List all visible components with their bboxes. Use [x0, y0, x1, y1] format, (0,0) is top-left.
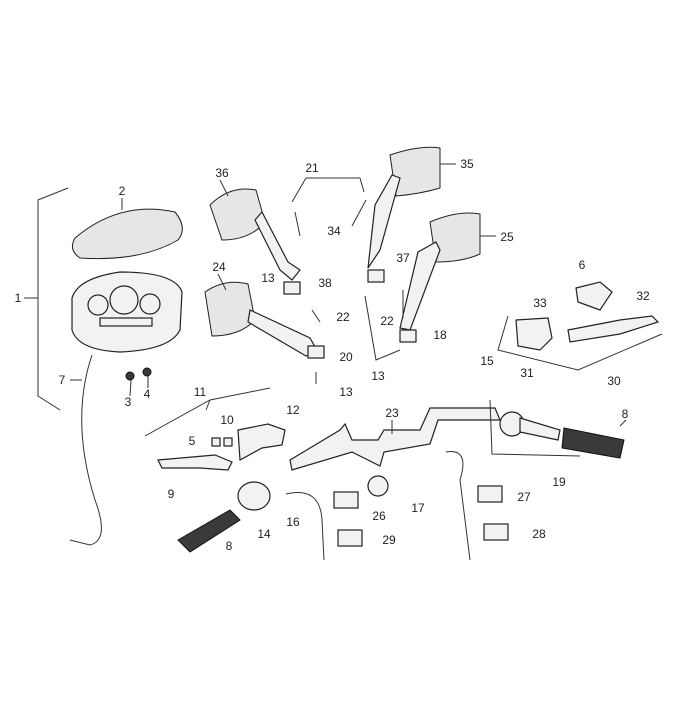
- master-cylinder-33: [515, 317, 553, 351]
- mirror-36: [209, 188, 266, 241]
- callout-18: 18: [433, 328, 447, 342]
- callout-16: 16: [286, 515, 300, 529]
- callout-10: 10: [220, 413, 234, 427]
- nut-20: [307, 345, 325, 359]
- bracket-30: [497, 315, 663, 371]
- lever-32: [567, 315, 660, 343]
- nut-18: [399, 329, 417, 343]
- callout-12: 12: [286, 403, 300, 417]
- callout-3: 3: [124, 395, 132, 409]
- callout-27: 27: [517, 490, 531, 504]
- callout-37: 37: [396, 251, 410, 265]
- callout-13c: 13: [371, 369, 385, 383]
- callout-7: 7: [58, 373, 66, 387]
- callout-33: 33: [533, 296, 547, 310]
- callout-34: 34: [327, 224, 341, 238]
- switch-29: [337, 529, 363, 547]
- callout-1: 1: [14, 291, 22, 305]
- callout-26: 26: [372, 509, 386, 523]
- callout-9: 9: [167, 487, 175, 501]
- callout-21: 21: [305, 161, 319, 175]
- callout-13b: 13: [339, 385, 353, 399]
- callout-38: 38: [318, 276, 332, 290]
- bracket-19: [489, 399, 581, 457]
- switch-26: [333, 491, 359, 509]
- callout-19: 19: [552, 475, 566, 489]
- nut-37: [367, 269, 385, 283]
- callout-22b: 22: [380, 314, 394, 328]
- callout-8b: 8: [621, 407, 629, 421]
- callout-6: 6: [578, 258, 586, 272]
- nut-4: [142, 367, 152, 377]
- switch-27: [477, 485, 503, 503]
- callout-4: 4: [143, 387, 151, 401]
- cable-16: [285, 492, 325, 561]
- mirror-25: [429, 212, 481, 263]
- nut-38: [283, 281, 301, 295]
- callout-14: 14: [257, 527, 271, 541]
- callout-11: 11: [193, 385, 207, 399]
- switch-12: [237, 423, 286, 461]
- handlebar: [289, 407, 501, 471]
- mirror-35: [389, 146, 441, 197]
- instrument-glass-cover: [71, 208, 183, 260]
- callout-31: 31: [520, 366, 534, 380]
- callout-32: 32: [636, 289, 650, 303]
- callout-24: 24: [212, 260, 226, 274]
- callout-13a: 13: [261, 271, 275, 285]
- callout-35: 35: [460, 157, 474, 171]
- nut-3: [125, 371, 135, 381]
- callout-30: 30: [607, 374, 621, 388]
- callout-23: 23: [385, 406, 399, 420]
- grip-right: [561, 427, 625, 459]
- callout-29: 29: [382, 533, 396, 547]
- callout-36: 36: [215, 166, 229, 180]
- switch-28: [483, 523, 509, 541]
- reservoir-cap-6: [575, 281, 613, 311]
- callout-25: 25: [500, 230, 514, 244]
- callout-28: 28: [532, 527, 546, 541]
- lever-9: [157, 454, 233, 471]
- callout-17: 17: [411, 501, 425, 515]
- speedo-cable: [69, 354, 102, 546]
- cable-17: [445, 451, 471, 561]
- callout-2: 2: [118, 184, 126, 198]
- callout-20: 20: [339, 350, 353, 364]
- callout-5: 5: [188, 434, 196, 448]
- switch-housing-14: [237, 481, 271, 511]
- grip-left: [177, 509, 241, 553]
- mirror-24: [204, 281, 256, 337]
- callout-8a: 8: [225, 539, 233, 553]
- callout-22a: 22: [336, 310, 350, 324]
- callout-15: 15: [480, 354, 494, 368]
